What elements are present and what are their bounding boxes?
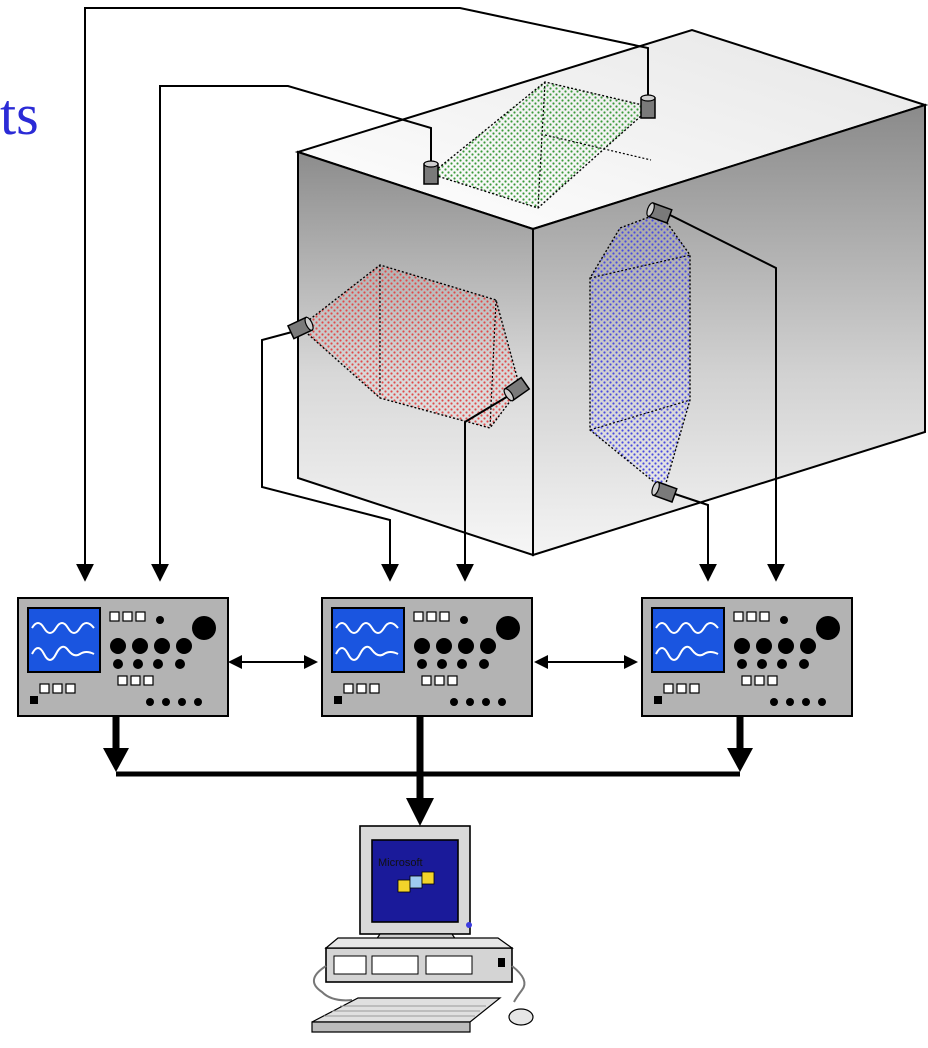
oscilloscope-icon [17,597,229,717]
arrow-down-icon [727,748,753,772]
double-arrow-icon [228,655,318,669]
sensor-icon [651,481,678,503]
green-beam-region [429,81,653,209]
cable-blue-sensor-b [669,214,785,582]
data-bus [103,716,753,826]
arrow-down-icon [406,798,434,826]
oscilloscope-middle [321,597,533,717]
blue-beam-region [589,212,691,492]
double-arrow-icon [534,655,638,669]
sensor-icon [646,202,673,224]
monitor-screen-text: Microsoft [378,857,423,869]
cable-red-sensor-b [456,391,516,582]
sensor-icon [286,316,314,340]
cable-red-sensor-a [261,331,399,582]
cube-logo-icon [397,871,435,893]
cable-blue-sensor-a [671,492,717,582]
cable-green-sensor-a [76,7,649,582]
title-fragment: ts [0,82,39,147]
oscilloscope-right [641,597,853,717]
cables [76,7,785,582]
sensor-icon [640,94,656,119]
sensor-icon [423,160,439,185]
arrow-down-icon [103,748,129,772]
oscilloscope-left [17,597,229,717]
computer-icon: Microsoft [311,825,534,1033]
sensors [286,94,678,503]
cable-green-sensor-b [151,85,432,582]
sensor-icon [503,376,531,402]
